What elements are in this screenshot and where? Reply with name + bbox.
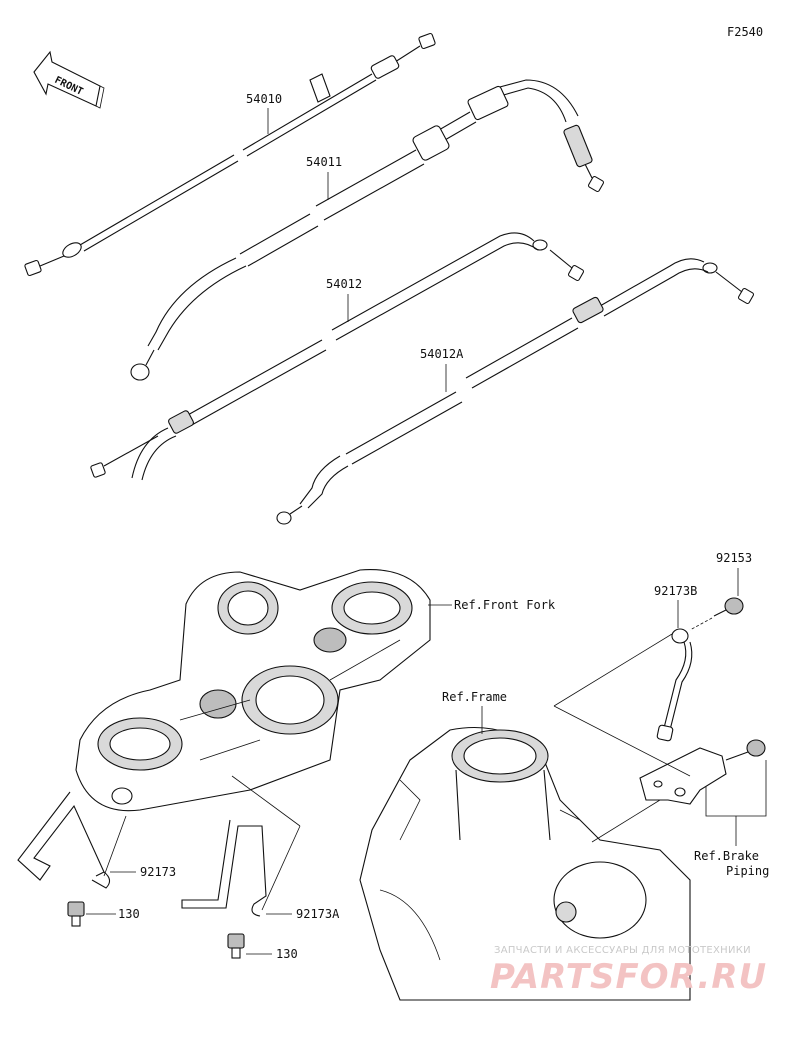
part-label-92173A: 92173A (296, 907, 340, 921)
part-label-92173: 92173 (140, 865, 176, 879)
cable-54010 (24, 32, 436, 277)
watermark-tagline: ЗАПЧАСТИ И АКСЕССУАРЫ ДЛЯ МОТОТЕХНИКИ (494, 945, 751, 956)
diagram-code: F2540 (727, 25, 763, 39)
brake-bracket (639, 739, 766, 805)
part-label-92173B: 92173B (654, 584, 697, 598)
ref-brake-line1: Ref.Brake (694, 849, 759, 863)
part-label-54012A: 54012A (420, 347, 464, 361)
part-label-54011: 54011 (306, 155, 342, 169)
part-label-54012: 54012 (326, 277, 362, 291)
front-arrow-icon: FRONT (33, 50, 105, 109)
ref-brake-line2: Piping (726, 864, 769, 878)
cable-54012 (90, 232, 585, 481)
leader-92153-dash (689, 617, 713, 631)
part-label-130-lower: 130 (276, 947, 298, 961)
leader-92173-a (103, 815, 127, 877)
ref-frame: Ref.Frame (442, 690, 507, 704)
cable-guide-92173A (181, 819, 267, 917)
top-bracket-assembly (75, 569, 431, 812)
leader-92173A-a (231, 775, 301, 827)
ref-front-fork: Ref.Front Fork (454, 598, 556, 612)
cable-54011 (130, 79, 605, 381)
frame-head (359, 727, 691, 1001)
leader-bracket-lines (553, 633, 691, 777)
part-label-54010: 54010 (246, 92, 282, 106)
bolt-130-upper (67, 901, 85, 927)
cable-guide-92173 (17, 791, 111, 889)
leader-bracket-frame (591, 799, 661, 843)
watermark-brand: PARTSFOR.RU (490, 957, 767, 997)
leader-92173A-b (261, 825, 301, 911)
part-label-130-upper: 130 (118, 907, 140, 921)
bolt-130-lower (227, 933, 245, 959)
brake-clamp-92173B (656, 628, 693, 742)
cable-54012A (276, 258, 755, 525)
part-label-92153: 92153 (716, 551, 752, 565)
screw-92153 (713, 597, 744, 617)
